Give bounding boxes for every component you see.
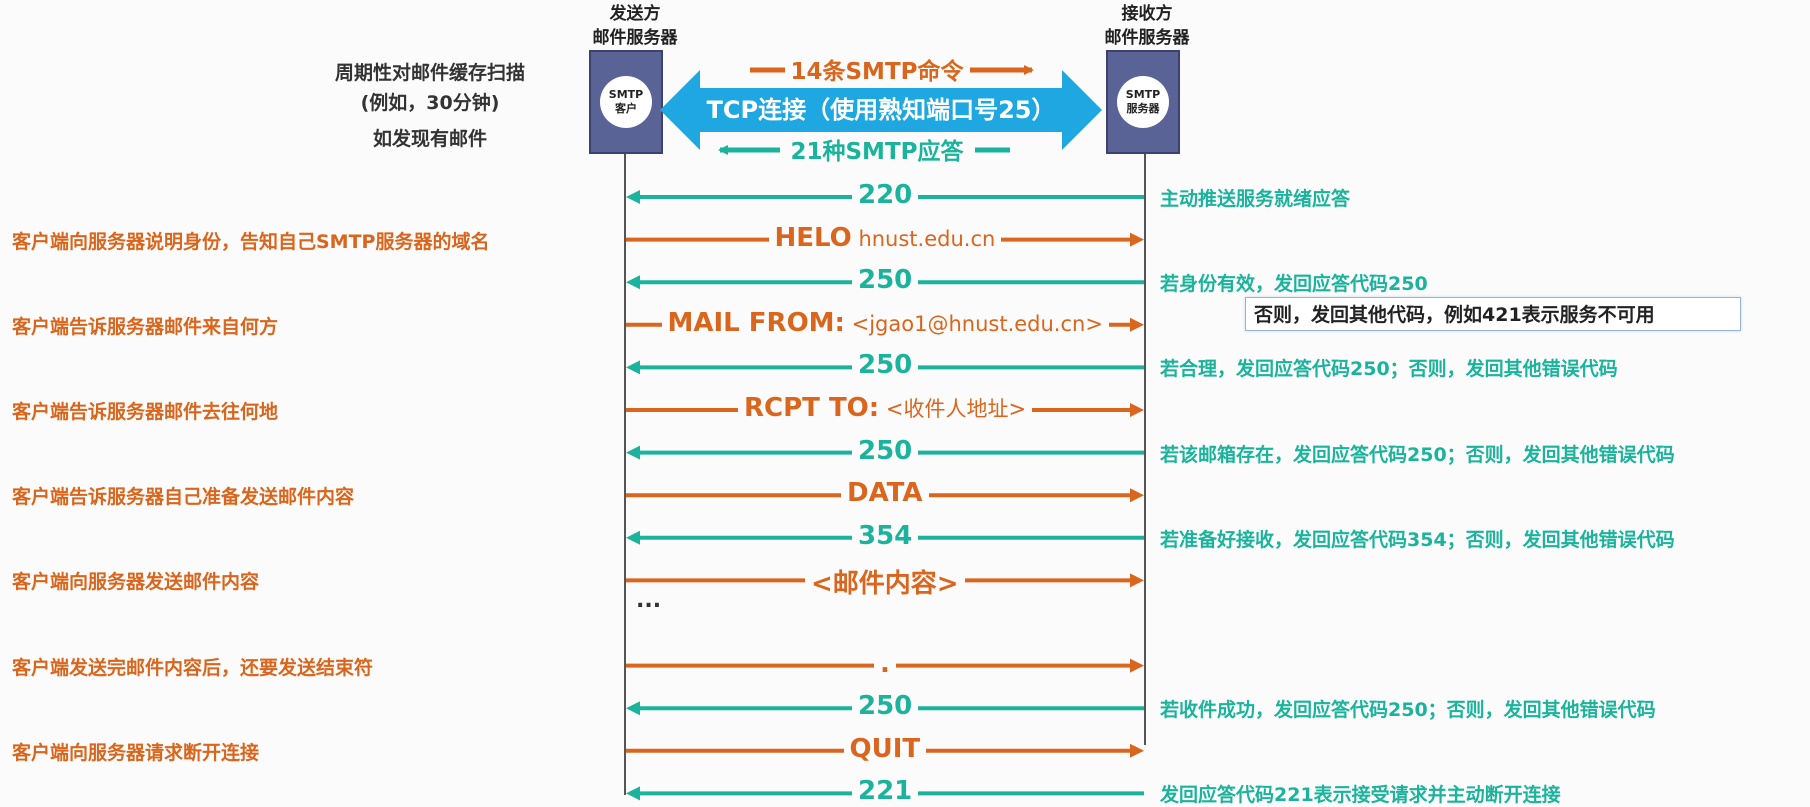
reply-code: 250 [852,265,919,296]
smtp-server-line1: SMTP [1125,88,1161,101]
receiver-lifeline [1144,150,1146,745]
smtp-server-line2: 服务器 [1126,102,1160,115]
reply-code: 221 [852,776,919,807]
command-argument: <收件人地址> [879,397,1027,421]
command-text: <邮件内容> [811,569,959,600]
command-label: <邮件内容> [805,563,965,601]
reply-code: 250 [852,691,919,722]
message-arrowhead [626,190,640,204]
command-text: HELO [774,222,852,253]
receiver-title-line2: 邮件服务器 [1104,28,1190,48]
client-action-label: 客户端向服务器请求断开连接 [12,741,260,764]
command-label: . [874,648,896,679]
tcp-replies-label: 21种SMTP应答 [790,138,964,165]
message-arrowhead [1130,232,1144,247]
sender-title-line1: 发送方 [609,4,661,24]
message-arrowhead [626,786,640,801]
scan-note-line3: 如发现有邮件 [372,128,487,150]
command-label: MAIL FROM: <jgao1@hnust.edu.cn> [661,307,1109,338]
command-label: DATA [841,478,929,509]
scan-note-line1: 周期性对邮件缓存扫描 [334,62,525,84]
reply-code-text: 250 [858,691,913,722]
message-arrowhead [1130,403,1144,417]
tcp-connection-label: TCP连接（使用熟知端口号25） [707,96,1056,124]
message-arrowhead [626,275,640,290]
reply-code-text: 250 [858,265,913,296]
tcp-connection-arrow [660,70,1102,150]
server-reply-label: 主动推送服务就绪应答 [1160,188,1351,210]
scan-note: 周期性对邮件缓存扫描 (例如，30分钟) 如发现有邮件 [325,58,535,154]
smtp-client-line2: 客户 [615,102,637,115]
sender-title-line2: 邮件服务器 [592,28,678,48]
server-reply-label: 若收件成功，发回应答代码250；否则，发回其他错误代码 [1160,699,1656,722]
message-arrowhead [626,445,640,460]
client-action-label: 客户端向服务器说明身份，告知自己SMTP服务器的域名 [12,230,490,253]
reply-code-text: 354 [858,520,913,551]
client-action-label: 客户端告诉服务器邮件来自何方 [12,315,279,338]
server-reply-label: 若准备好接收，发回应答代码354；否则，发回其他错误代码 [1160,528,1675,551]
client-action-label: 客户端向服务器发送邮件内容 [12,571,260,594]
reply-code: 250 [852,435,919,466]
reply-code-text: 220 [858,180,913,210]
command-text: MAIL FROM: [667,307,845,338]
client-action-label: 客户端发送完邮件内容后，还要发送结束符 [12,656,374,679]
message-arrowhead [626,530,640,545]
server-reply-label: 若该邮箱存在，发回应答代码250；否则，发回其他错误代码 [1160,443,1675,466]
smtp-client-line1: SMTP [608,88,644,101]
receiver-title: 接收方 邮件服务器 [1092,2,1202,50]
command-label: HELO hnust.edu.cn [768,222,1002,253]
tcp-diagram: 14条SMTP命令 TCP连接（使用熟知端口号25） 21种SMTP应答 [660,58,1102,165]
client-action-label: 客户端告诉服务器自己准备发送邮件内容 [12,486,355,509]
command-text: . [880,648,890,679]
message-arrowhead [1130,488,1144,503]
reply-code-text: 250 [858,350,913,381]
reply-code-text: 250 [858,435,913,466]
ellipsis: ... [636,588,662,613]
command-text: DATA [847,478,923,509]
server-reply-label: 发回应答代码221表示接受请求并主动断开连接 [1160,784,1561,807]
client-action-label: 客户端告诉服务器邮件去往何地 [12,401,279,423]
message-arrowhead [1130,743,1144,758]
reply-code: 250 [852,350,919,381]
command-label: RCPT TO: <收件人地址> [738,393,1033,423]
message-arrowhead [626,360,640,375]
message-arrowhead [1130,573,1144,588]
server-reply-label: 若合理，发回应答代码250；否则，发回其他错误代码 [1160,358,1618,381]
message-arrowhead [1130,317,1144,332]
message-arrowhead [626,701,640,716]
server-reply-label: 若身份有效，发回应答代码250 [1160,273,1428,296]
reply-code: 354 [852,520,919,551]
scan-note-line2: (例如，30分钟) [360,92,500,114]
command-text: RCPT TO: [744,393,880,423]
command-argument: <jgao1@hnust.edu.cn> [844,311,1103,336]
other-code-note: 否则，发回其他代码，例如421表示服务不可用 [1245,297,1741,331]
command-label: QUIT [843,733,927,764]
reply-code: 220 [852,180,919,210]
reply-code-text: 221 [858,776,913,807]
receiver-title-line1: 接收方 [1121,4,1173,24]
tcp-commands-label: 14条SMTP命令 [790,58,964,85]
sender-title: 发送方 邮件服务器 [580,2,690,50]
sender-lifeline [624,150,626,795]
message-arrowhead [1130,658,1144,673]
command-argument: hnust.edu.cn [851,226,996,251]
command-text: QUIT [849,733,921,764]
